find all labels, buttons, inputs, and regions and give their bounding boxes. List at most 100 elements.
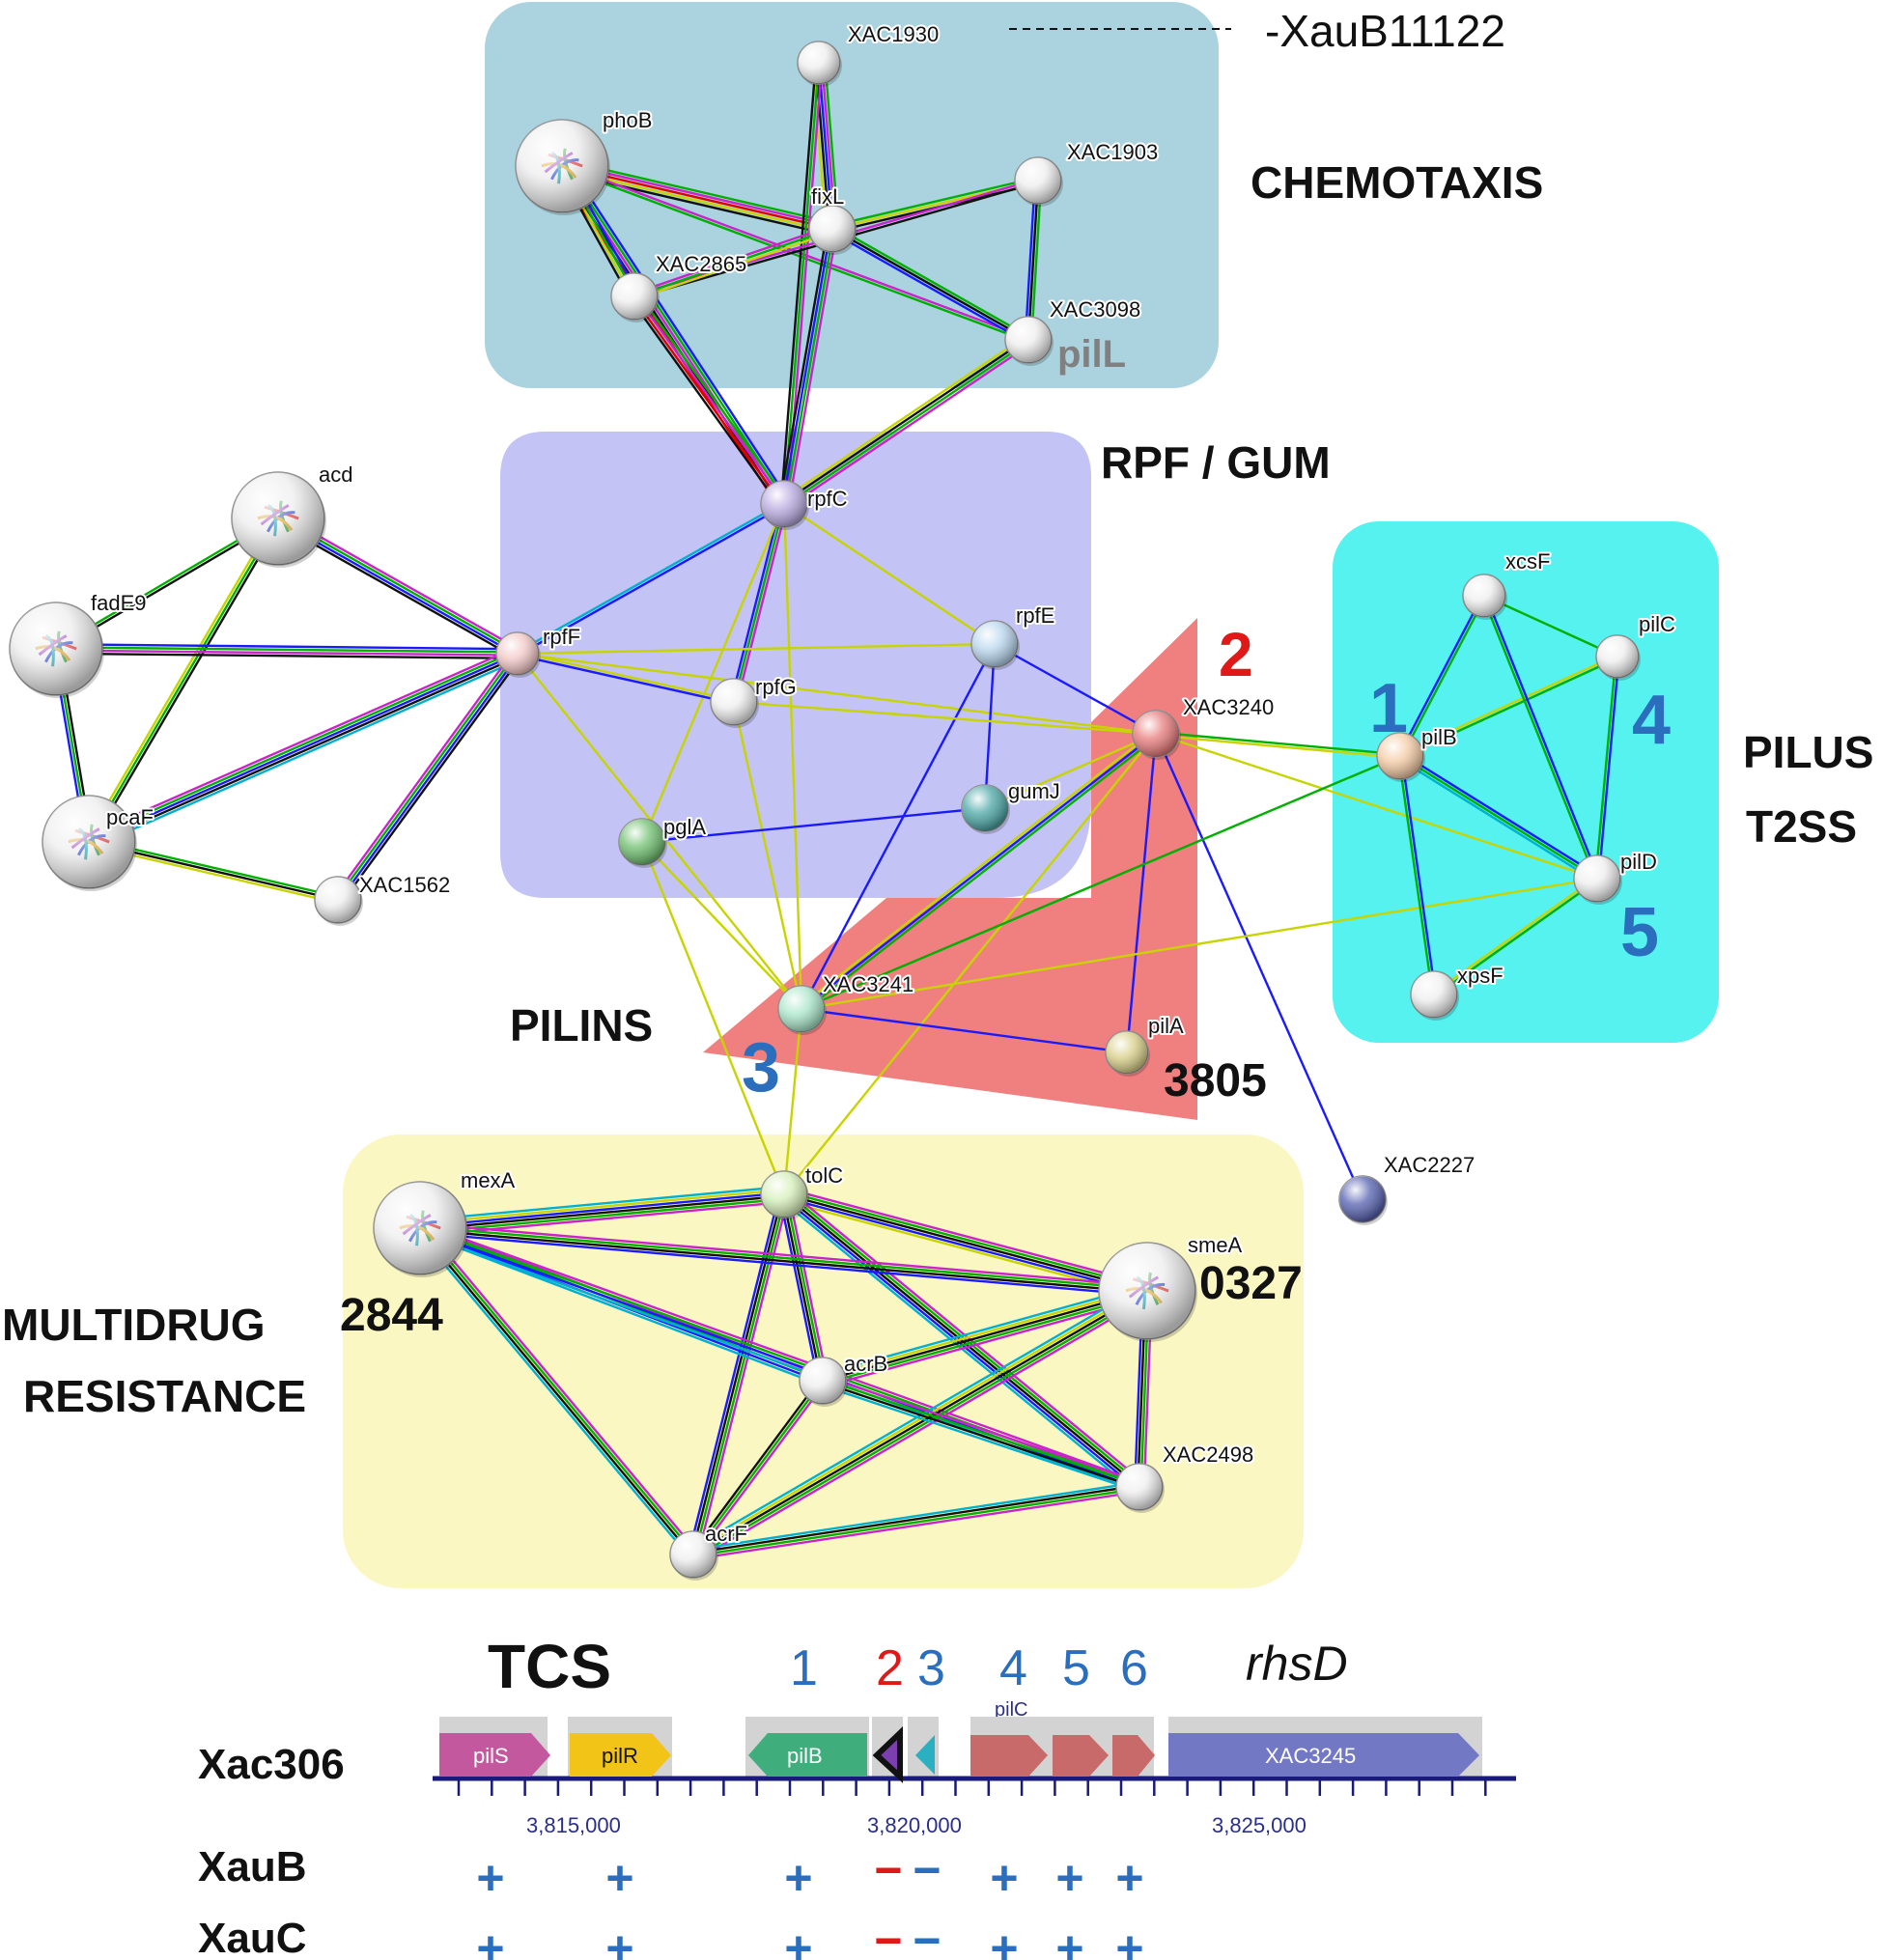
node-smeA[interactable]: smeA (1098, 1231, 1245, 1342)
number-3805-label: 3805 (1164, 1055, 1267, 1106)
node-XAC3241[interactable]: XAC3241 (777, 970, 915, 1035)
col-number-1: 1 (790, 1640, 818, 1696)
edge-XAC3240-pilA (1125, 732, 1158, 1054)
gene-label-pilB: pilB (787, 1744, 823, 1768)
edge-rpfF-rpfE (516, 642, 997, 656)
node-XAC1903[interactable]: XAC1903 (1014, 138, 1160, 207)
sign-XauB-8: + (1115, 1851, 1143, 1905)
pilL-label: pilL (1057, 333, 1126, 376)
node-label-smeA: smeA (1188, 1233, 1243, 1257)
t2ss-label: T2SS (1746, 801, 1857, 852)
node-tolC[interactable]: tolC (760, 1162, 845, 1220)
node-XAC1562[interactable]: XAC1562 (314, 871, 452, 926)
edge-XAC3240-XAC3241 (798, 730, 1160, 1013)
sign-XauB-7: + (1055, 1851, 1083, 1905)
edge-acrB-acrF (689, 1377, 827, 1558)
sign-XauC-6: + (990, 1921, 1018, 1960)
number-1-label: 1 (1369, 670, 1408, 747)
edge-pcaF-rpfF (85, 646, 521, 850)
edge-rpfG-XAC3241 (732, 700, 803, 1011)
node-XAC3098[interactable]: XAC3098 (1004, 295, 1142, 366)
node-XAC1930[interactable]: XAC1930 (797, 20, 941, 87)
node-xpsF[interactable]: xpsF (1410, 962, 1505, 1021)
col-number-3: 3 (917, 1640, 945, 1696)
gene-arrow-pilR (570, 1733, 671, 1777)
node-xcsF[interactable]: xcsF (1462, 547, 1552, 620)
edge-fixL-XAC2865 (632, 224, 835, 301)
sign-XauB-1: + (476, 1851, 504, 1905)
node-label-tolC: tolC (805, 1163, 843, 1188)
sign-XauB-3: + (784, 1851, 812, 1905)
xauC-label: XauC (198, 1915, 306, 1960)
edge-rpfE-XAC3241 (800, 642, 997, 1011)
node-pilB[interactable]: pilB (1376, 723, 1459, 782)
node-label-XAC2498: XAC2498 (1163, 1442, 1253, 1467)
genome-map: TCS rhsD Xac306 1 2 3 4 5 6 pilC pilS pi… (198, 1632, 1516, 1960)
node-XAC3240[interactable]: XAC3240 (1132, 693, 1276, 760)
node-label-acrB: acrB (844, 1352, 887, 1376)
node-label-XAC3240: XAC3240 (1183, 695, 1274, 719)
tcs-title: TCS (488, 1632, 611, 1701)
node-pilC[interactable]: pilC (1595, 610, 1677, 681)
node-fadE9[interactable]: fadE9 (9, 589, 149, 698)
edge-rpfC-rpfF (516, 501, 786, 657)
node-rpfF[interactable]: rpfF (495, 623, 582, 678)
sign-XauB-4: − (874, 1843, 902, 1897)
node-label-mexA: mexA (461, 1168, 516, 1192)
node-label-acd: acd (319, 462, 352, 487)
node-label-pilA: pilA (1148, 1014, 1184, 1038)
node-XAC2865[interactable]: XAC2865 (610, 250, 748, 322)
node-rpfE[interactable]: rpfE (970, 602, 1056, 670)
strain-signs: +++−−++++++−−+++ (476, 1843, 1143, 1960)
gene-arrow-2 (872, 1725, 903, 1783)
node-pilD[interactable]: pilD (1573, 848, 1659, 905)
gene-label-XAC3245: XAC3245 (1265, 1744, 1356, 1768)
multidrug-label: MULTIDRUG (2, 1300, 266, 1350)
col-number-5: 5 (1062, 1640, 1090, 1696)
number-2-label: 2 (1219, 620, 1253, 689)
node-acrF[interactable]: acrF (669, 1520, 749, 1581)
node-label-acrF: acrF (705, 1522, 747, 1546)
node-mexA[interactable]: mexA (373, 1166, 518, 1277)
node-label-gumJ: gumJ (1008, 779, 1060, 803)
chemotaxis-label: CHEMOTAXIS (1251, 157, 1543, 208)
node-rpfC[interactable]: rpfC (760, 480, 850, 530)
edge-XAC3098-rpfC (780, 334, 1032, 510)
genome-top-numbers: 1 2 3 4 5 6 (790, 1640, 1148, 1696)
node-pglA[interactable]: pglA (618, 813, 708, 868)
node-XAC2227[interactable]: XAC2227 (1338, 1151, 1476, 1225)
node-acd[interactable]: acd (231, 461, 354, 568)
node-fixL[interactable]: fixL (808, 182, 857, 255)
number-4-label: 4 (1632, 682, 1671, 759)
node-label-phoB: phoB (603, 108, 652, 132)
node-acrB[interactable]: acrB (799, 1350, 889, 1407)
node-label-pglA: pglA (663, 815, 706, 839)
number-5-label: 5 (1620, 894, 1659, 971)
edge-fixL-rpfC (778, 226, 838, 507)
sign-XauB-2: + (605, 1851, 633, 1905)
edge-rpfF-rpfG (516, 651, 736, 705)
sign-XauC-8: + (1115, 1921, 1143, 1960)
gene-arrow-XAC3245 (1168, 1733, 1479, 1777)
edge-tolC-acrB (778, 1191, 829, 1384)
edge-XAC3240-tolC (782, 732, 1158, 1196)
edge-XAC3241-tolC (782, 1007, 803, 1196)
node-pilA[interactable]: pilA (1105, 1012, 1186, 1077)
edge-fixL-XAC3098 (829, 225, 1031, 344)
edge-acd-pcaF (85, 516, 282, 845)
axis-label-3825000: 3,825,000 (1212, 1813, 1307, 1837)
node-rpfG[interactable]: rpfG (710, 673, 799, 728)
node-gumJ[interactable]: gumJ (961, 777, 1062, 834)
edge-smeA-acrB (820, 1283, 1150, 1388)
node-phoB[interactable]: phoB (515, 106, 654, 215)
node-label-fadE9: fadE9 (91, 591, 147, 615)
edge-pilB-xcsF (1397, 594, 1487, 758)
node-pcaF[interactable]: pcaF (42, 795, 155, 891)
node-label-pilC: pilC (1639, 612, 1675, 636)
sign-XauC-3: + (784, 1921, 812, 1960)
node-XAC2498[interactable]: XAC2498 (1115, 1441, 1255, 1513)
edge-xcsF-pilC (1482, 594, 1619, 658)
